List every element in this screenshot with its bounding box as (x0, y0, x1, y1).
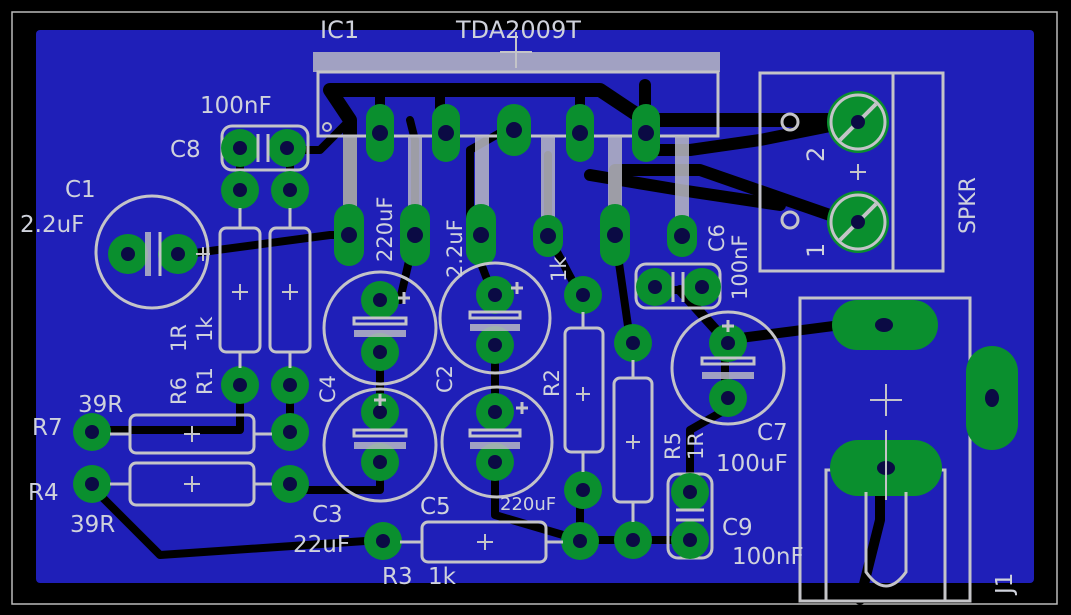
label-r2: R2 (540, 369, 564, 397)
r3-resistor (364, 520, 599, 564)
label-ic1: IC1 (320, 16, 359, 44)
label-r7: R7 (32, 415, 63, 441)
label-r3: R3 (382, 564, 413, 590)
label-c7: C7 (757, 420, 788, 446)
c1-capacitor (94, 194, 210, 310)
label-c3-value: 22uF (293, 532, 350, 558)
label-r2-value: 1k (547, 256, 571, 282)
label-terminal-2: 2 (802, 147, 830, 162)
label-r3-value: 1k (428, 564, 457, 590)
label-r4: R4 (28, 480, 59, 506)
c3-capacitor (322, 387, 438, 503)
label-c4-value: 220uF (373, 197, 397, 262)
label-r6-value: 1R (167, 324, 191, 352)
r6-resistor (218, 171, 262, 404)
c2-capacitor (438, 261, 552, 375)
label-c3: C3 (312, 502, 343, 528)
label-spkr: SPKR (956, 177, 981, 234)
r4-resistor (73, 461, 309, 507)
label-c9-value: 100nF (732, 544, 804, 570)
r7-resistor (73, 413, 309, 455)
label-c8: C8 (170, 137, 201, 163)
label-c9: C9 (722, 515, 753, 541)
label-c5-value: 220uF (500, 494, 556, 515)
r2-resistor (563, 276, 605, 509)
ic1-pads (334, 104, 697, 266)
label-c5: C5 (420, 494, 451, 520)
board-outline (11, 11, 1058, 605)
label-terminal-1: 1 (802, 243, 830, 258)
c7-capacitor (670, 310, 786, 426)
label-j1: J1 (992, 573, 1018, 596)
c8-capacitor (220, 124, 310, 172)
label-c1-value: 2.2uF (20, 212, 84, 238)
label-r1-value: 1k (193, 316, 217, 342)
label-c1: C1 (65, 177, 96, 203)
label-r1: R1 (193, 367, 217, 395)
spkr-terminal (758, 71, 945, 273)
c9-capacitor (666, 472, 714, 560)
r5-resistor (612, 324, 654, 559)
r1-resistor (268, 171, 312, 404)
label-r6: R6 (167, 377, 191, 405)
label-c7-value: 100uF (716, 451, 788, 477)
label-tda2009t: TDA2009T (455, 16, 581, 44)
c4-capacitor (322, 270, 438, 386)
label-r5-value: 1R (684, 432, 708, 460)
label-c6-value: 100nF (728, 235, 752, 300)
label-c6: C6 (705, 224, 729, 252)
c5-capacitor (440, 385, 554, 499)
label-r7-value: 39R (78, 392, 123, 418)
label-r5: R5 (661, 432, 685, 460)
label-c4: C4 (316, 375, 340, 403)
labels: IC1 TDA2009T 100nF C8 C1 2.2uF 220uF 2.2… (20, 16, 1018, 596)
c6-capacitor (634, 262, 722, 310)
label-r4-value: 39R (70, 512, 115, 538)
j1-jack (798, 296, 1018, 603)
label-c2: C2 (433, 365, 457, 393)
label-c8-value: 100nF (200, 93, 272, 119)
label-c2-value: 2.2uF (443, 219, 467, 278)
